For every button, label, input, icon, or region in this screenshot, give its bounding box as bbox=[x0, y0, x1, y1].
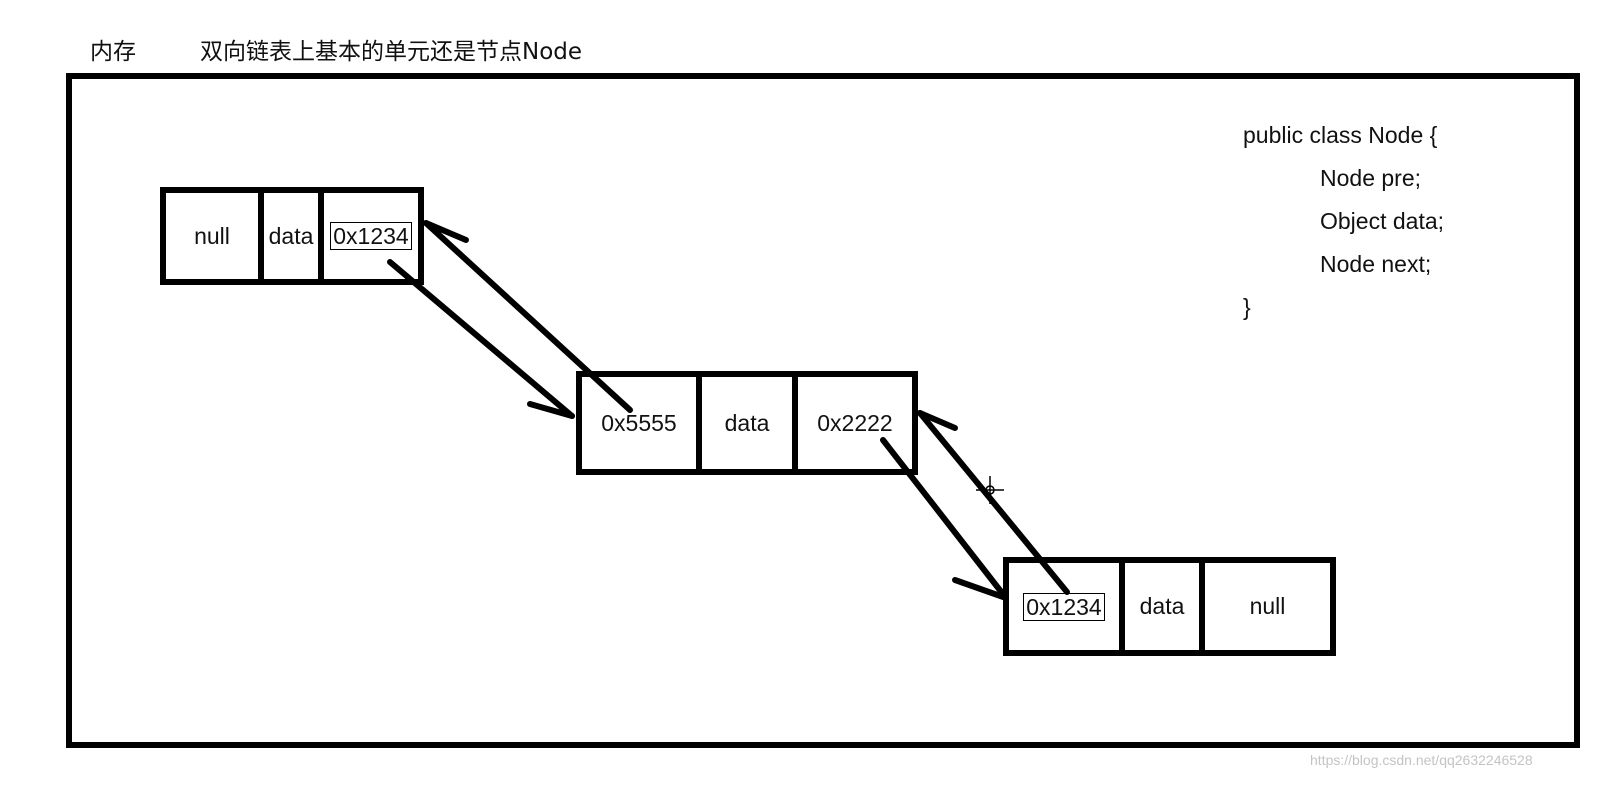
code-line-class: public class Node { bbox=[1243, 122, 1438, 148]
node-3-next-cell: null bbox=[1205, 563, 1330, 650]
node-3-data-value: data bbox=[1139, 593, 1185, 619]
node-2-next-value: 0x2222 bbox=[817, 409, 893, 436]
node-3-pre-cell: 0x1234 bbox=[1009, 563, 1125, 650]
node-2-pre-cell: 0x5555 bbox=[582, 377, 702, 469]
arrow-icon bbox=[917, 410, 1070, 595]
node-2-data-cell: data bbox=[702, 377, 798, 469]
node-2-data-value: data bbox=[724, 409, 770, 436]
memory-frame bbox=[66, 73, 1580, 748]
node-2-pre-value: 0x5555 bbox=[601, 409, 677, 436]
node-3[interactable]: 0x1234 data null bbox=[1003, 557, 1336, 656]
node-1[interactable]: null data 0x1234 bbox=[160, 187, 424, 285]
code-line-next: Node next; bbox=[1320, 251, 1432, 277]
watermark: https://blog.csdn.net/qq2632246528 bbox=[1310, 752, 1533, 768]
node-class-code: public class Node { Node pre; Object dat… bbox=[1243, 114, 1444, 329]
code-line-close: } bbox=[1243, 294, 1251, 320]
node-1-pre-value: null bbox=[194, 222, 230, 249]
node-3-pre-value: 0x1234 bbox=[1023, 592, 1105, 621]
node-2-next-cell: 0x2222 bbox=[798, 377, 912, 469]
code-line-pre: Node pre; bbox=[1320, 165, 1422, 191]
node-2[interactable]: 0x5555 data 0x2222 bbox=[576, 371, 918, 475]
diagram-title: 双向链表上基本的单元还是节点Node bbox=[200, 39, 583, 65]
node-1-data-cell: data bbox=[264, 193, 324, 279]
node-1-data-value: data bbox=[268, 222, 314, 249]
node-1-pre-cell: null bbox=[166, 193, 264, 279]
memory-label: 内存 bbox=[90, 39, 136, 65]
move-cursor-icon bbox=[976, 476, 1004, 504]
arrow-icon bbox=[880, 437, 1009, 601]
arrow-icon bbox=[423, 220, 633, 413]
node-3-data-cell: data bbox=[1125, 563, 1205, 650]
arrow-icon bbox=[387, 259, 575, 419]
node-1-next-value: 0x1234 bbox=[330, 222, 412, 250]
node-1-next-cell: 0x1234 bbox=[324, 193, 418, 279]
code-line-data: Object data; bbox=[1320, 208, 1445, 234]
node-3-next-value: null bbox=[1249, 593, 1286, 619]
